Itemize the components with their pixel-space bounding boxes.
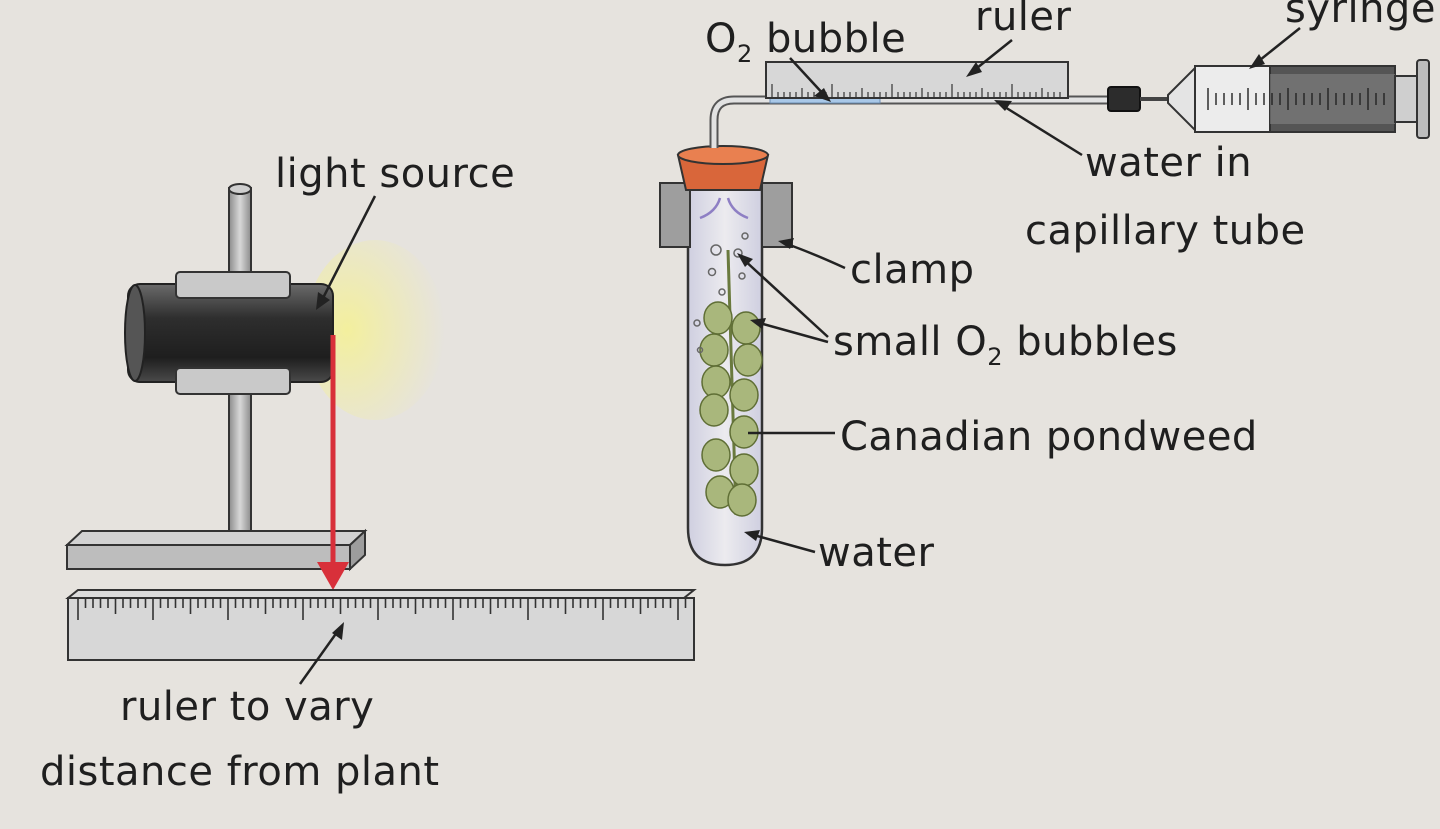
capillary-tube-label: capillary tube — [1025, 208, 1306, 254]
cork-stopper — [676, 145, 770, 191]
small-bubbles — [693, 232, 749, 354]
distance-ruler — [65, 589, 697, 661]
pondweed-label: Canadian pondweed — [840, 414, 1258, 460]
o2-bubble-label: O2 bubble — [705, 16, 906, 68]
light-glow — [305, 240, 445, 420]
pondweed — [699, 249, 763, 517]
funnel — [699, 197, 749, 220]
capillary-tube — [709, 95, 1108, 148]
water-label: water — [818, 530, 935, 576]
leader-lines — [298, 27, 1301, 685]
ruler-top-label: ruler — [975, 0, 1072, 40]
syringe-label: syringe — [1285, 0, 1436, 32]
ruler-vary-label-line1: ruler to vary — [120, 684, 374, 730]
syringe — [1107, 59, 1430, 139]
ruler-vary-label-line2: distance from plant — [40, 749, 440, 795]
small-bubbles-label: small O2 bubbles — [833, 319, 1178, 371]
distance-arrow — [317, 335, 349, 590]
lamp-body — [124, 271, 334, 395]
light-source-label: light source — [275, 151, 515, 197]
water-in-label: water in — [1085, 140, 1252, 186]
clamp-label: clamp — [850, 247, 974, 293]
clamp — [659, 182, 793, 248]
